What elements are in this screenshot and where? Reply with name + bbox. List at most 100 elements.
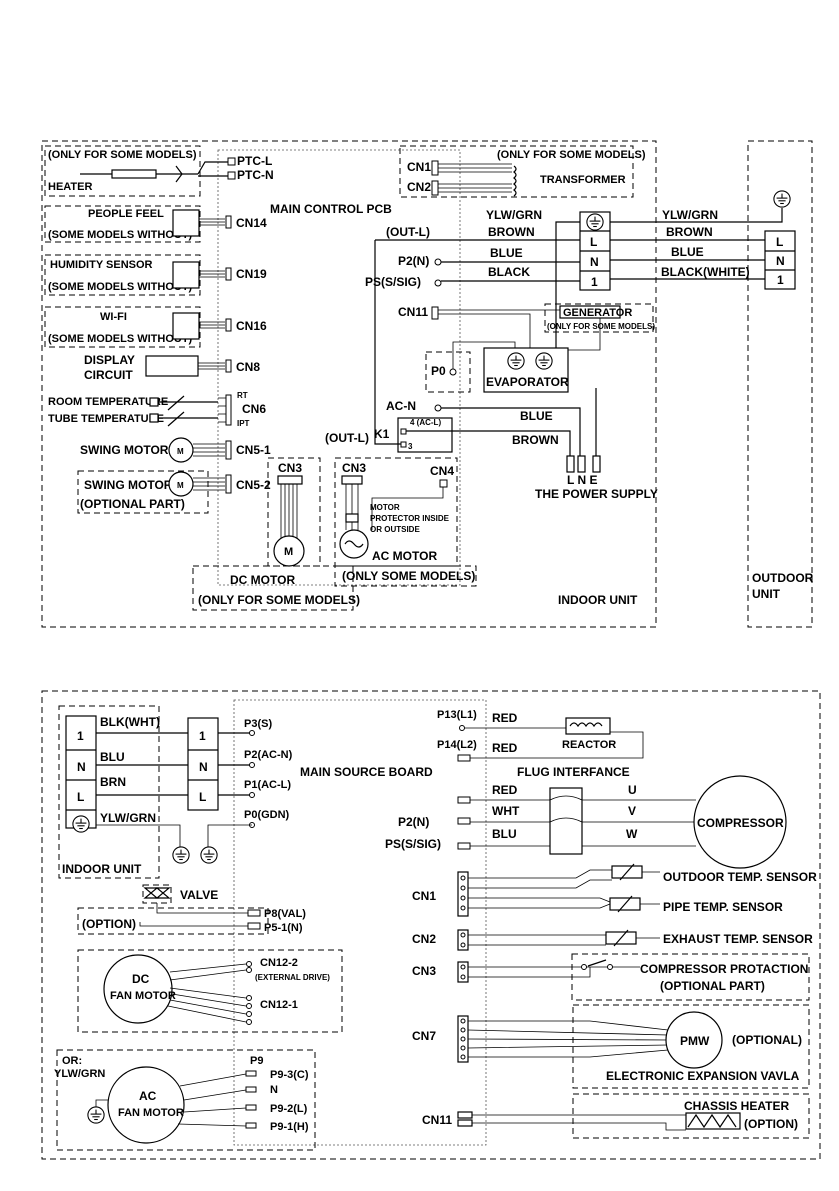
- humidity-sensor-label: HUMIDITY SENSOR: [50, 259, 153, 271]
- indoor-unit-label: INDOOR UNIT: [558, 593, 638, 607]
- valve-label: VALVE: [180, 888, 218, 902]
- cn4-label: CN4: [430, 464, 454, 478]
- ps-out-label: PS(S/SIG): [385, 837, 441, 851]
- motor-protector-3: OR OUTSIDE: [370, 525, 420, 534]
- lne-label: L N E: [567, 473, 597, 487]
- out-term-1: 1: [199, 729, 206, 743]
- people-feel-without: (SOME MODELS WITHOUT): [48, 229, 193, 241]
- comp-protection-label-1: COMPRESSOR PROTACTION: [640, 962, 808, 976]
- heater-only-some-models: (ONLY FOR SOME MODELS): [48, 149, 197, 161]
- ylw-grn-label-out: YLW/GRN: [100, 811, 156, 825]
- svg-text:M: M: [284, 546, 293, 558]
- evaporator-box: [483, 347, 569, 393]
- reactor-label: REACTOR: [562, 739, 616, 751]
- ind-term-l: L: [77, 790, 84, 804]
- p91h-label: P9-1(H): [270, 1121, 309, 1133]
- pmw-icon: [665, 1011, 723, 1069]
- indoor-unit-block-frame: [58, 705, 160, 879]
- ptc-n-label: PTC-N: [237, 168, 274, 182]
- p14-label: P14(L2): [437, 739, 477, 751]
- brown-label: BROWN: [488, 225, 535, 239]
- cn14-label: CN14: [236, 216, 267, 230]
- brn-label: BRN: [100, 775, 126, 789]
- rt-label: RT: [237, 391, 248, 400]
- relay-4-label: 4 (AC-L): [410, 418, 441, 427]
- people-feel-label: PEOPLE FEEL: [88, 208, 164, 220]
- dc-motor-frame: [192, 565, 354, 611]
- cn12-2-label: CN12-2: [260, 957, 298, 969]
- flug-interface-label: FLUG INTERFANCE: [517, 765, 630, 779]
- ylw-grn-label: YLW/GRN: [486, 208, 542, 222]
- p92l-label: P9-2(L): [270, 1103, 308, 1115]
- compressor-label: COMPRESSOR: [697, 816, 784, 830]
- p51n-label: P5-1(N): [264, 922, 303, 934]
- ptc-l-pin: [227, 157, 236, 166]
- pipe-temp-label: PIPE TEMP. SENSOR: [663, 900, 783, 914]
- valve-frame: [77, 907, 269, 935]
- blu2-label: BLU: [492, 827, 517, 841]
- out-black-white: BLACK(WHITE): [661, 265, 750, 279]
- cn1-out-label: CN1: [412, 889, 436, 903]
- ac-n-label: AC-N: [386, 399, 416, 413]
- cn11-out-label: CN11: [422, 1113, 452, 1127]
- out-term-n: N: [199, 760, 208, 774]
- ac-motor-label: AC MOTOR: [372, 549, 437, 563]
- generator-only-some: (ONLY FOR SOME MODELS): [547, 322, 655, 331]
- outdoor-terminal-block-top: [764, 230, 796, 290]
- chassis-heater-option: (OPTION): [744, 1117, 798, 1131]
- flug-interface-box: [549, 787, 583, 855]
- ptc-l-label: PTC-L: [237, 154, 272, 168]
- svg-text:L: L: [776, 235, 783, 249]
- dc-fan-motor-icon: [103, 954, 173, 1024]
- cn19-label: CN19: [236, 267, 267, 281]
- p9n-label: N: [270, 1084, 278, 1096]
- transformer-frame: [399, 145, 634, 198]
- swing-motor-optional-frame: [77, 470, 209, 514]
- outdoor-unit-label-2: UNIT: [752, 587, 781, 601]
- indoor-diagram: (ONLY FOR SOME MODELS) HEATER PTC-L PTC-…: [41, 140, 814, 628]
- exhaust-temp-label: EXHAUST TEMP. SENSOR: [663, 932, 813, 946]
- external-drive-label: (EXTERNAL DRIVE): [255, 973, 330, 982]
- wifi-without: (SOME MODELS WITHOUT): [48, 333, 193, 345]
- dc-fan-label-1: DC: [132, 972, 150, 986]
- humidity-frame: [44, 254, 201, 296]
- motor-protector-1: MOTOR: [370, 503, 400, 512]
- svg-text:M: M: [177, 481, 184, 490]
- p2n-out-label: P2(N): [398, 815, 429, 829]
- display-label: DISPLAY: [84, 353, 135, 367]
- relay-3-label: 3: [408, 442, 413, 451]
- cn6-label: CN6: [242, 402, 266, 416]
- comp-protection-label-2: (OPTIONAL PART): [660, 979, 765, 993]
- out-l-top: (OUT-L): [386, 225, 430, 239]
- ipt-label: IPT: [237, 419, 250, 428]
- eev-label: ELECTRONIC EXPANSION VAVLA: [606, 1069, 800, 1083]
- or-ylw-grn-label: YLW/GRN: [54, 1068, 105, 1080]
- p9-label: P9: [250, 1055, 263, 1067]
- ac-motor-label-frame: [334, 565, 477, 587]
- dc-fan-frame: [77, 949, 343, 1033]
- w-label: W: [626, 827, 638, 841]
- cn2-out-label: CN2: [412, 932, 436, 946]
- generator-frame: [544, 303, 654, 333]
- terminal-l: L: [590, 235, 597, 249]
- cn11-label: CN11: [398, 305, 428, 319]
- terminal-1: 1: [591, 275, 598, 289]
- ac-fan-frame: [56, 1049, 316, 1151]
- p1acl-label: P1(AC-L): [244, 779, 291, 791]
- people-feel-frame: [44, 205, 201, 243]
- ac-fan-label-1: AC: [139, 1089, 157, 1103]
- p8val-label: P8(VAL): [264, 908, 306, 920]
- indoor-unit-label-out: INDOOR UNIT: [62, 862, 142, 876]
- circuit-label: CIRCUIT: [84, 368, 133, 382]
- transformer-label: TRANSFORMER: [540, 174, 626, 186]
- cn8-label: CN8: [236, 360, 260, 374]
- comp-protection-frame: [571, 953, 810, 1001]
- k1-label: K1: [374, 427, 390, 441]
- optional-part-label: (OPTIONAL PART): [80, 497, 185, 511]
- main-control-pcb-frame: [217, 149, 461, 586]
- heater-element: [111, 169, 157, 179]
- cn16-label: CN16: [236, 319, 267, 333]
- outdoor-diagram: 1 N L BLK(WHT) BLU BRN YLW/GRN INDOOR UN…: [41, 690, 821, 1160]
- svg-text:1: 1: [777, 273, 784, 287]
